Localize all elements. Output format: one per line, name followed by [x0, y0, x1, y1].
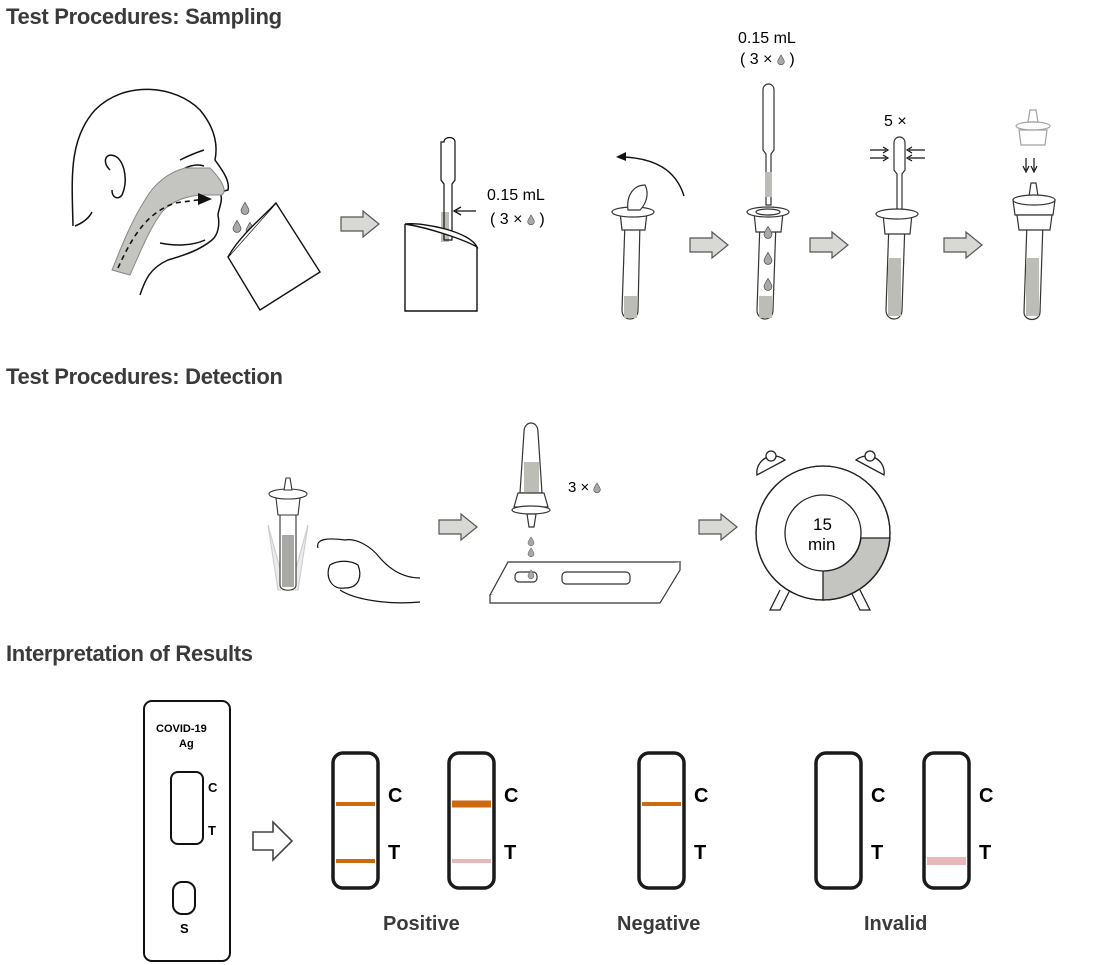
- cassette-brand-ag: Ag: [179, 738, 194, 750]
- step4-volume-label: 0.15 mL: [738, 30, 796, 47]
- step-arrow: [698, 513, 738, 541]
- c-line-strong: [336, 802, 375, 806]
- result-strips: [331, 751, 971, 890]
- group-label-invalid: Invalid: [864, 913, 928, 935]
- squeeze-count-label: 5 ×: [884, 113, 907, 130]
- step-arrow: [438, 513, 478, 541]
- result-strip: [637, 751, 686, 890]
- alarm-clock-timer: [755, 450, 891, 611]
- cassette-control-label: C: [208, 780, 218, 795]
- step-arrow: [809, 231, 849, 259]
- tube-with-pipette-drops: [746, 83, 790, 320]
- strip-control-label: C: [694, 785, 709, 807]
- hand-tapping-illustration: [317, 538, 421, 604]
- group-label-negative: Negative: [617, 913, 701, 935]
- group-label-positive: Positive: [383, 913, 460, 935]
- c-line-strong: [452, 800, 491, 808]
- result-strip: [447, 751, 496, 890]
- timer-value: 15: [813, 515, 832, 534]
- result-strip: [814, 751, 863, 890]
- section-title-results: Interpretation of Results: [6, 641, 253, 666]
- reference-cassette: [143, 700, 231, 962]
- section-title-sampling: Test Procedures: Sampling: [6, 4, 282, 29]
- open-cap-arrow: [621, 156, 685, 197]
- dashed-airflow-arrow: [117, 198, 206, 269]
- step2-drops-label: ( 3 × ): [490, 211, 545, 229]
- step-arrow: [943, 231, 983, 259]
- detection-drops-label: 3 ×: [568, 479, 602, 496]
- cup-with-pipette: [404, 136, 479, 312]
- strip-control-label: C: [979, 785, 994, 807]
- cassette-test-label: T: [208, 823, 216, 838]
- step2-volume-label: 0.15 mL: [487, 187, 545, 204]
- t-line-faint: [452, 859, 491, 863]
- dropper-over-cassette: [488, 422, 682, 604]
- step2-drops-suffix: ): [539, 211, 545, 228]
- drop-icon: [593, 482, 602, 493]
- tube-closing-dropper-cap: [1012, 109, 1056, 321]
- tube-squeeze-pipette: [870, 136, 925, 320]
- strip-test-label: T: [979, 842, 992, 864]
- collection-cup-tilted: [227, 201, 321, 311]
- step4-drops-suffix: ): [789, 51, 795, 68]
- step4-drops-prefix: ( 3 ×: [740, 51, 773, 68]
- strip-test-label: T: [388, 842, 401, 864]
- cassette-brand: COVID-19: [156, 723, 207, 735]
- result-strip: [331, 751, 380, 890]
- timer-unit: min: [808, 535, 836, 554]
- step-arrow: [689, 231, 729, 259]
- strip-control-label: C: [388, 785, 403, 807]
- cassette-sample-label: S: [180, 921, 189, 936]
- t-line-strong: [336, 859, 375, 863]
- airway-shading: [111, 167, 225, 276]
- section-title-detection: Test Procedures: Detection: [6, 364, 283, 389]
- strip-test-label: T: [694, 842, 707, 864]
- step2-drops-prefix: ( 3 ×: [490, 211, 523, 228]
- tube-open-cap: [611, 184, 655, 320]
- strip-control-label: C: [504, 785, 519, 807]
- result-arrow: [252, 820, 294, 862]
- step-arrow: [340, 210, 380, 238]
- strip-test-label: T: [871, 842, 884, 864]
- drop-icon: [527, 214, 535, 225]
- head-profile-illustration: [71, 88, 230, 296]
- step4-drops-label: ( 3 × ): [740, 51, 795, 69]
- strip-control-label: C: [871, 785, 886, 807]
- drop-icon: [777, 54, 785, 65]
- detection-drops-prefix: 3 ×: [568, 479, 590, 496]
- c-line-strong: [642, 802, 681, 806]
- result-strip: [922, 751, 971, 890]
- strip-test-label: T: [504, 842, 517, 864]
- t-line-faint: [927, 857, 966, 865]
- tube-shaking-illustration: [267, 477, 309, 591]
